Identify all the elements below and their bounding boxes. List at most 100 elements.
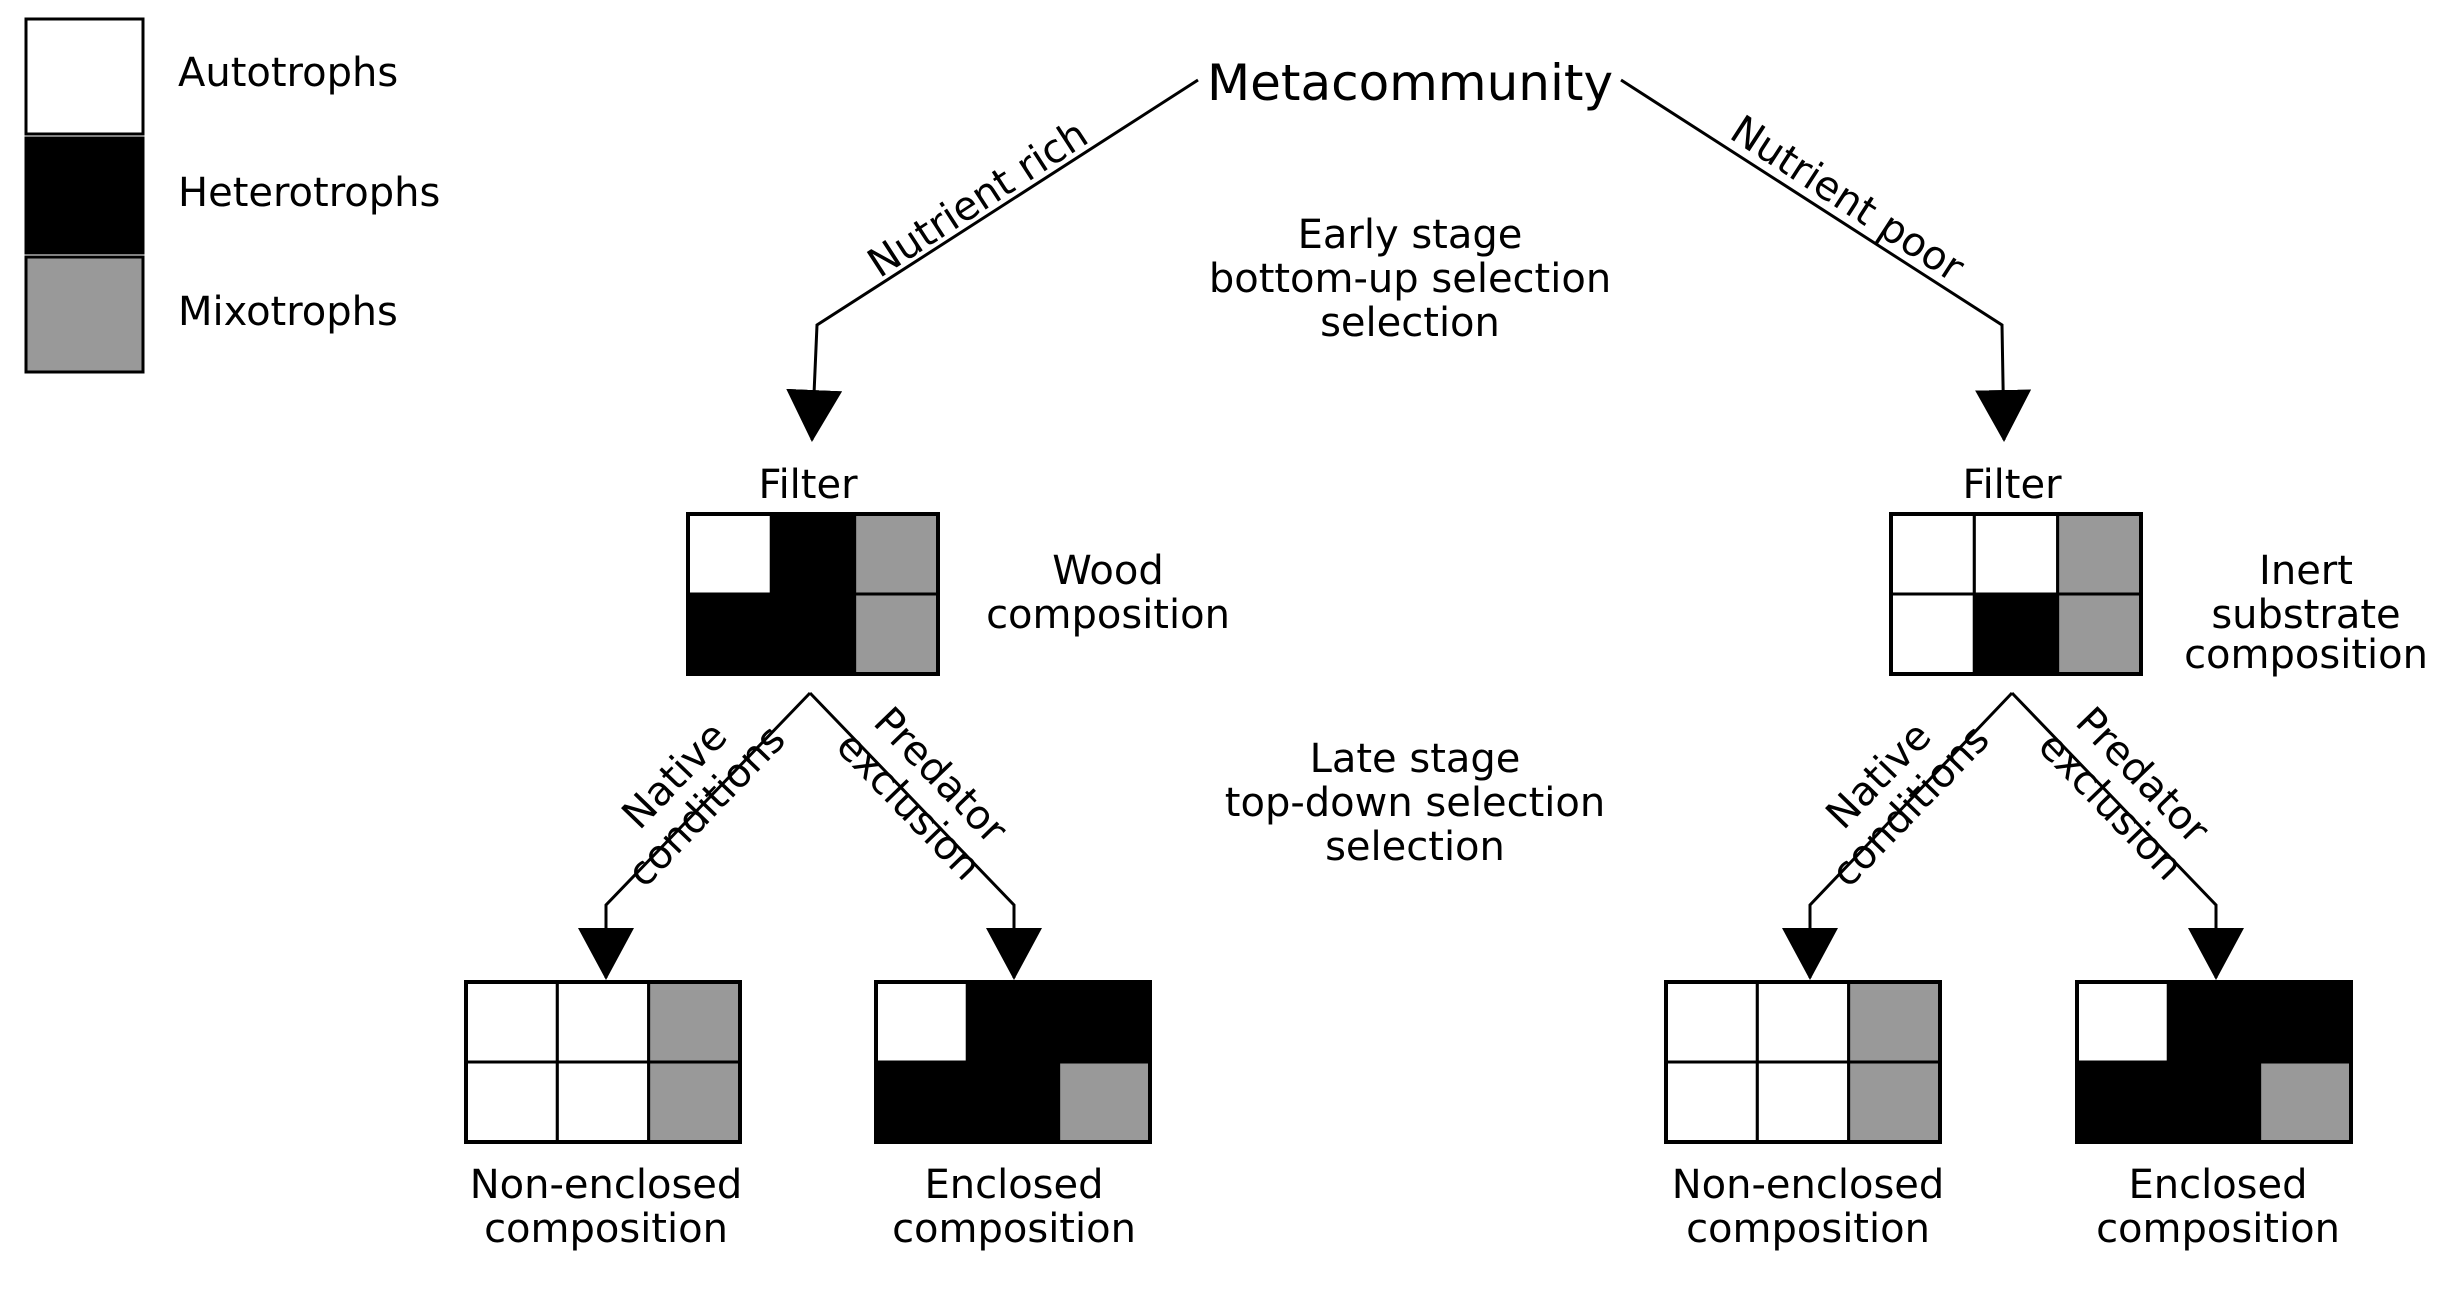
branch-label-nutrient-poor: Nutrient poor [1722,107,1972,292]
connector-left-native [578,691,812,980]
outcome-left-enclosed-caption-1: Enclosed [924,1162,1103,1208]
grid-frame [2075,980,2353,1144]
treatment-right-native: Native conditions [1817,713,1998,896]
filter-left: Filter Wood composition [686,462,1230,676]
filter-left-caption-1: Wood [1052,548,1164,594]
filter-right-title: Filter [1962,462,2062,508]
grid-cell-heterotroph [965,980,1061,1064]
outcome-right-native-caption-1: Non-enclosed [1672,1162,1945,1208]
grid-cell-heterotroph [2166,1060,2262,1144]
grid-cell-autotroph [464,980,559,1064]
grid-cell-mixotroph [2056,512,2143,596]
connector-left-predator [808,691,1042,980]
grid-cell-autotroph [1889,592,1976,676]
outcome-left-native-caption-2: composition [484,1206,728,1252]
grid-cell-autotroph [555,980,651,1064]
outcome-right-enclosed: Enclosed composition [2075,980,2353,1252]
early-stage-line-3: selection [1320,300,1500,346]
grid-cell-mixotroph [647,1060,742,1144]
filter-left-grid [686,512,940,676]
early-stage-label: Early stage bottom-up selection selectio… [1209,212,1611,346]
grid-cell-autotroph [555,1060,651,1144]
grid-cell-heterotroph [769,592,857,676]
grid-cell-mixotroph [1057,1060,1152,1144]
autotrophs-swatch [24,17,145,136]
filter-right: Filter Inert substrate composition [1889,462,2428,678]
outcome-right-native-caption-2: composition [1686,1206,1930,1252]
treatment-right-predator: Predator exclusion [2029,699,2218,890]
grid-cell-mixotroph [1847,1060,1942,1144]
outcome-right-enclosed-grid [2075,980,2353,1144]
grid-cell-mixotroph [853,592,940,676]
filter-left-caption-2: composition [986,592,1230,638]
legend-label-mixotrophs: Mixotrophs [178,289,398,335]
outcome-left-native-grid [464,980,742,1144]
late-stage-label: Late stage top-down selection selection [1225,736,1605,870]
grid-cell-autotroph [1664,980,1759,1064]
grid-cell-heterotroph [1972,592,2060,676]
grid-cell-heterotroph [769,512,857,596]
branch-label-nutrient-rich: Nutrient rich [860,111,1096,287]
grid-cell-mixotroph [2258,1060,2353,1144]
outcome-left-enclosed-grid [874,980,1152,1144]
grid-cell-heterotroph [2166,980,2262,1064]
grid-cell-mixotroph [1847,980,1942,1064]
filter-right-caption-1: Inert [2259,548,2353,594]
grid-cell-heterotroph [965,1060,1061,1144]
outcome-right-enclosed-caption-1: Enclosed [2128,1162,2307,1208]
filter-right-grid [1889,512,2143,676]
late-stage-line-2: top-down selection [1225,780,1605,826]
filter-right-caption-2: substrate [2211,592,2400,638]
mixotrophs-swatch [24,255,145,374]
grid-cell-heterotroph [1057,980,1152,1064]
late-stage-line-1: Late stage [1310,736,1521,782]
grid-cell-autotroph [1972,512,2060,596]
connector-nutrient-rich [786,78,1199,442]
grid-cell-heterotroph [686,592,773,676]
legend-label-autotrophs: Autotrophs [178,50,398,96]
legend-label-heterotrophs: Heterotrophs [178,170,440,216]
early-stage-line-2: bottom-up selection [1209,256,1611,302]
grid-frame [1664,980,1942,1144]
grid-frame [874,980,1152,1144]
legend-item-autotrophs: Autotrophs [24,17,398,136]
grid-cell-autotroph [1755,980,1851,1064]
grid-cell-heterotroph [2075,1060,2170,1144]
legend-item-heterotrophs: Heterotrophs [24,136,440,255]
grid-cell-mixotroph [647,980,742,1064]
outcome-left-enclosed: Enclosed composition [874,980,1152,1252]
grid-frame [464,980,742,1144]
connector-right-predator [2010,691,2244,980]
early-stage-line-1: Early stage [1298,212,1523,258]
grid-cell-mixotroph [853,512,940,596]
heterotrophs-swatch [24,136,145,255]
grid-cell-autotroph [1755,1060,1851,1144]
legend: Autotrophs Heterotrophs Mixotrophs [24,17,440,374]
grid-cell-mixotroph [2056,592,2143,676]
grid-cell-heterotroph [874,1060,969,1144]
outcome-left-enclosed-caption-2: composition [892,1206,1136,1252]
grid-cell-autotroph [2075,980,2170,1064]
grid-frame [686,512,940,676]
outcome-left-native: Non-enclosed composition [464,980,743,1252]
outcome-right-enclosed-caption-2: composition [2096,1206,2340,1252]
outcome-left-native-caption-1: Non-enclosed [470,1162,743,1208]
legend-item-mixotrophs: Mixotrophs [24,255,398,374]
filter-left-title: Filter [758,462,858,508]
late-stage-line-3: selection [1325,824,1505,870]
grid-cell-heterotroph [2258,980,2353,1064]
outcome-right-native-grid [1664,980,1942,1144]
root-label: Metacommunity [1207,54,1613,112]
connector-right-native [1782,691,2014,980]
grid-frame [1889,512,2143,676]
filter-right-caption-3: composition [2184,632,2428,678]
grid-cell-autotroph [874,980,969,1064]
grid-cell-autotroph [1889,512,1976,596]
grid-cell-autotroph [686,512,773,596]
grid-cell-autotroph [1664,1060,1759,1144]
treatment-left-predator: Predator exclusion [827,699,1016,890]
connector-nutrient-poor [1620,78,2032,442]
treatment-left-native: Native conditions [613,713,794,896]
outcome-right-native: Non-enclosed composition [1664,980,1945,1252]
